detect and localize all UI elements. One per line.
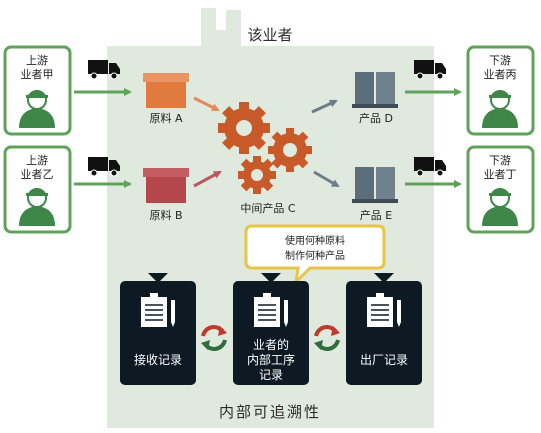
flow-arrow-d bbox=[311, 99, 338, 114]
shipping-record-label: 出厂记录 bbox=[360, 353, 408, 367]
product-d-label: 产品 D bbox=[359, 111, 393, 125]
shipping-record-card: 出厂记录 bbox=[346, 273, 422, 385]
internal-record-card: 业者的 内部工序 记录 bbox=[233, 273, 309, 385]
customer-1-line1: 下游 bbox=[489, 54, 511, 67]
customer-2-line2: 业者丁 bbox=[484, 168, 517, 181]
supplier-card-1: 上游 业者甲 bbox=[3, 45, 72, 136]
clipboard-icon bbox=[141, 293, 175, 327]
callout-bubble bbox=[244, 224, 386, 287]
worker-icon bbox=[482, 90, 518, 128]
flow-arrow-e bbox=[313, 170, 340, 188]
callout-line2: 制作何种产品 bbox=[285, 249, 345, 262]
internal-record-line1: 业者的 bbox=[253, 337, 289, 352]
supplier-1-line1: 上游 bbox=[26, 54, 48, 67]
customer-card-2: 下游 业者丁 bbox=[466, 145, 535, 234]
clipboard-icon bbox=[254, 293, 288, 327]
material-a-box bbox=[143, 73, 189, 108]
cycle-arrows-icon bbox=[201, 325, 227, 351]
truck-icon bbox=[414, 60, 446, 80]
supplier-1-line2: 业者甲 bbox=[21, 68, 54, 81]
worker-icon bbox=[482, 188, 518, 226]
internal-record-line2: 内部工序 bbox=[247, 352, 295, 367]
truck-icon bbox=[88, 157, 120, 177]
receiving-record-label: 接收记录 bbox=[134, 352, 182, 367]
callout-line1: 使用何种原料 bbox=[285, 234, 345, 247]
flow-arrow-b bbox=[193, 170, 222, 188]
worker-icon bbox=[19, 90, 55, 128]
factory-title: 该业者 bbox=[247, 26, 292, 44]
flow-arrow-a bbox=[193, 96, 220, 112]
material-b-box bbox=[143, 168, 189, 203]
receiving-record-card: 接收记录 bbox=[120, 273, 196, 385]
gear-icon bbox=[218, 102, 312, 194]
supplier-2-line1: 上游 bbox=[26, 154, 48, 167]
clipboard-icon bbox=[367, 293, 401, 327]
material-b-label: 原料 B bbox=[149, 208, 182, 222]
truck-icon bbox=[88, 60, 120, 80]
customer-2-line1: 下游 bbox=[489, 154, 511, 167]
intermediate-product-label: 中间产品 C bbox=[240, 201, 295, 215]
customer-1-line2: 业者丙 bbox=[484, 68, 517, 81]
supplier-2-line2: 业者乙 bbox=[21, 168, 54, 181]
truck-icon bbox=[414, 157, 446, 177]
worker-icon bbox=[19, 188, 55, 226]
cycle-arrows-icon bbox=[314, 325, 340, 351]
material-a-label: 原料 A bbox=[149, 111, 182, 125]
internal-traceability-title: 内部可追溯性 bbox=[219, 403, 321, 421]
product-e-pallet bbox=[352, 167, 398, 203]
customer-card-1: 下游 业者丙 bbox=[466, 45, 535, 136]
internal-record-line3: 记录 bbox=[259, 368, 283, 382]
product-d-pallet bbox=[352, 72, 398, 108]
supplier-card-2: 上游 业者乙 bbox=[3, 145, 72, 234]
product-e-label: 产品 E bbox=[360, 208, 392, 222]
